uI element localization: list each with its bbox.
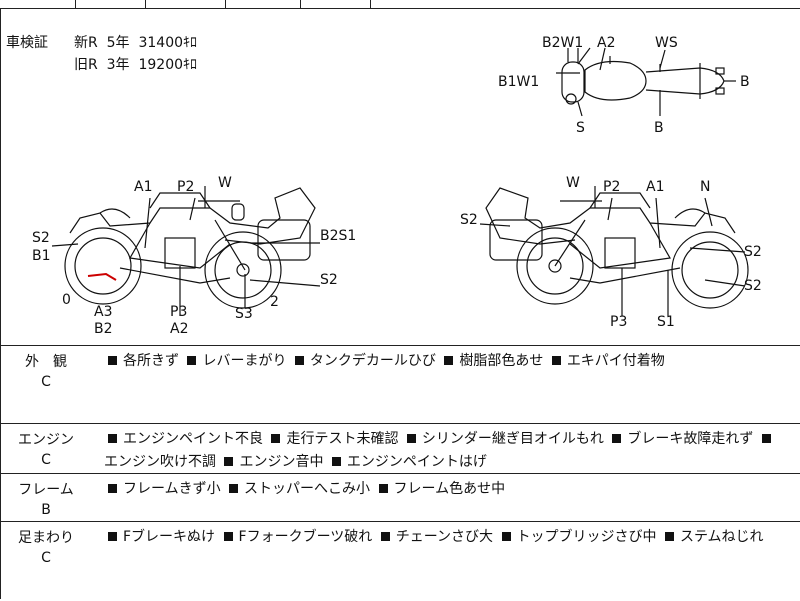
sheet-frame xyxy=(0,8,800,599)
top-table-strip xyxy=(0,0,800,9)
label-s2-right: S2 xyxy=(320,272,338,288)
label-zero: 0 xyxy=(62,292,71,308)
leader-lines xyxy=(51,197,746,316)
section-grade: C xyxy=(41,452,51,468)
label-p2-right: P2 xyxy=(603,179,620,195)
section-items: Fブレーキぬけ Fフォークブーツ破れ チェーンさび大 トップブリッジさび中 ステ… xyxy=(104,526,794,549)
label-p3-right: P3 xyxy=(610,314,627,330)
section-engine: エンジン C エンジンペイント不良 走行テスト未確認 シリンダー継ぎ目オイルもれ… xyxy=(0,423,800,474)
right-side-view-drawing xyxy=(485,186,749,309)
label-b-right: B xyxy=(740,74,750,90)
label-b-bottom: B xyxy=(654,120,664,136)
label-b1: B1 xyxy=(32,248,51,264)
label-b1w1: B1W1 xyxy=(498,74,539,90)
label-s2-left: S2 xyxy=(32,230,50,246)
label-two: 2 xyxy=(270,294,279,310)
section-grade: C xyxy=(41,374,51,390)
shaken-row-new: 新R 5年 31400ｷﾛ xyxy=(74,35,198,51)
label-a3: A3 xyxy=(94,304,112,320)
section-suspension: 足まわり C Fブレーキぬけ Fフォークブーツ破れ チェーンさび大 トップブリッ… xyxy=(0,521,800,601)
section-grade: B xyxy=(41,502,51,518)
label-a2: A2 xyxy=(597,35,615,51)
label-b2: B2 xyxy=(94,321,113,337)
label-a1: A1 xyxy=(134,179,152,195)
label-a1-right: A1 xyxy=(646,179,664,195)
label-p2: P2 xyxy=(177,179,194,195)
inspection-certificate: 車検証 新R 5年 31400ｷﾛ 旧R 3年 19200ｷﾛ xyxy=(6,32,197,76)
section-title: 足まわり xyxy=(18,530,74,546)
section-exterior: 外 観 C 各所きず レバーまがり タンクデカールひび 樹脂部色あせ エキパイ付… xyxy=(0,345,800,424)
label-s2-b: S2 xyxy=(744,278,762,294)
label-s2-a: S2 xyxy=(744,244,762,260)
label-ws: WS xyxy=(655,35,678,51)
section-title: 外 観 xyxy=(25,354,67,370)
section-items: 各所きず レバーまがり タンクデカールひび 樹脂部色あせ エキパイ付着物 xyxy=(104,350,794,373)
section-items: エンジンペイント不良 走行テスト未確認 シリンダー継ぎ目オイルもれ ブレーキ故障… xyxy=(104,428,794,474)
section-items: フレームきず小 ストッパーへこみ小 フレーム色あせ中 xyxy=(104,478,794,501)
label-w-right: W xyxy=(566,175,580,191)
top-view-drawing xyxy=(556,47,736,117)
section-grade: C xyxy=(41,550,51,566)
section-title: フレーム xyxy=(18,482,74,498)
label-s3: S3 xyxy=(235,306,253,322)
label-b2w1: B2W1 xyxy=(542,35,583,51)
label-p3: P3 xyxy=(170,304,187,320)
label-b2s1: B2S1 xyxy=(320,228,356,244)
label-a2: A2 xyxy=(170,321,188,337)
label-n: N xyxy=(700,179,710,195)
shaken-label: 車検証 xyxy=(6,35,48,51)
section-frame: フレーム B フレームきず小 ストッパーへこみ小 フレーム色あせ中 xyxy=(0,473,800,522)
motorcycle-damage-diagram: B2W1 A2 WS B1W1 B S B A1 P2 W S2 B1 B2S1… xyxy=(32,35,762,337)
label-s1-right: S1 xyxy=(657,314,675,330)
label-s-bottom: S xyxy=(576,120,585,136)
section-title: エンジン xyxy=(18,432,74,448)
label-w: W xyxy=(218,175,232,191)
decal-mark xyxy=(87,272,117,281)
shaken-row-old: 旧R 3年 19200ｷﾛ xyxy=(74,57,198,73)
label-s2-left-right: S2 xyxy=(460,212,478,228)
left-side-view-drawing xyxy=(64,186,316,309)
